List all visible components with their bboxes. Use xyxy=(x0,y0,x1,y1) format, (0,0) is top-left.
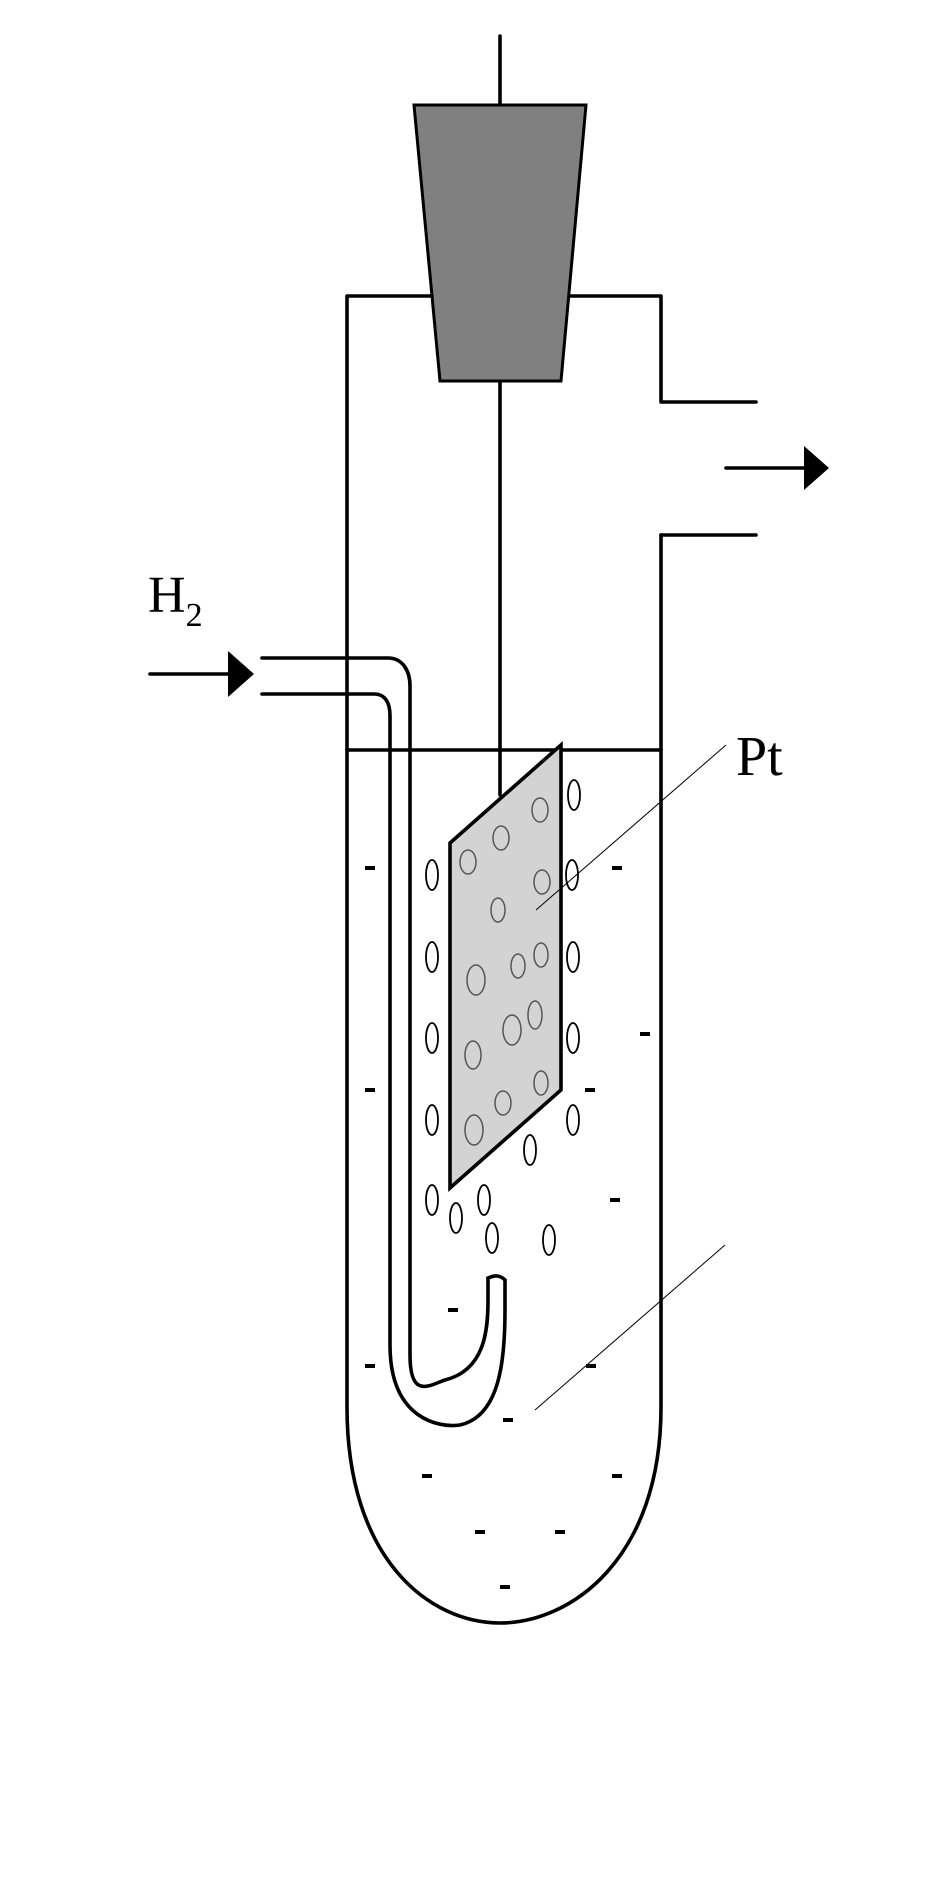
gas-inlet-arrow-icon xyxy=(148,651,254,697)
pt-leader-line xyxy=(535,744,727,911)
ion-mark xyxy=(365,1364,375,1368)
gas-label-symbol: H xyxy=(148,567,186,624)
ion-mark xyxy=(610,1198,620,1202)
inlet-tube-tip xyxy=(486,1274,507,1282)
ion-mark xyxy=(612,866,622,870)
ion-mark xyxy=(500,1585,510,1589)
stopper xyxy=(412,103,588,383)
ion-mark xyxy=(503,1418,513,1422)
gas-bubbles xyxy=(425,779,581,1256)
electrode-label: Pt xyxy=(736,726,783,788)
ion-mark xyxy=(422,1474,432,1478)
ion-mark xyxy=(555,1530,565,1534)
solution-leader-line xyxy=(534,1244,726,1411)
inlet-tube-outer-wall xyxy=(260,656,490,1389)
vessel-outlet-upper xyxy=(568,294,758,404)
ion-mark xyxy=(365,866,375,870)
gas-label-subscript: 2 xyxy=(186,597,203,634)
ion-mark xyxy=(585,1088,595,1092)
ion-mark xyxy=(612,1474,622,1478)
ion-mark xyxy=(365,1088,375,1092)
plate-bubbles xyxy=(459,797,551,1146)
gas-label: H2 xyxy=(148,567,203,634)
ions xyxy=(365,866,650,1589)
ion-mark xyxy=(586,1364,596,1368)
ion-mark xyxy=(475,1530,485,1534)
ion-mark xyxy=(448,1308,458,1312)
ion-mark xyxy=(640,1032,650,1036)
platinum-plate xyxy=(448,741,563,1192)
gas-outlet-arrow-icon xyxy=(724,446,829,490)
vessel-left-wall xyxy=(345,294,663,1625)
inlet-tube-inner-wall xyxy=(260,692,507,1428)
